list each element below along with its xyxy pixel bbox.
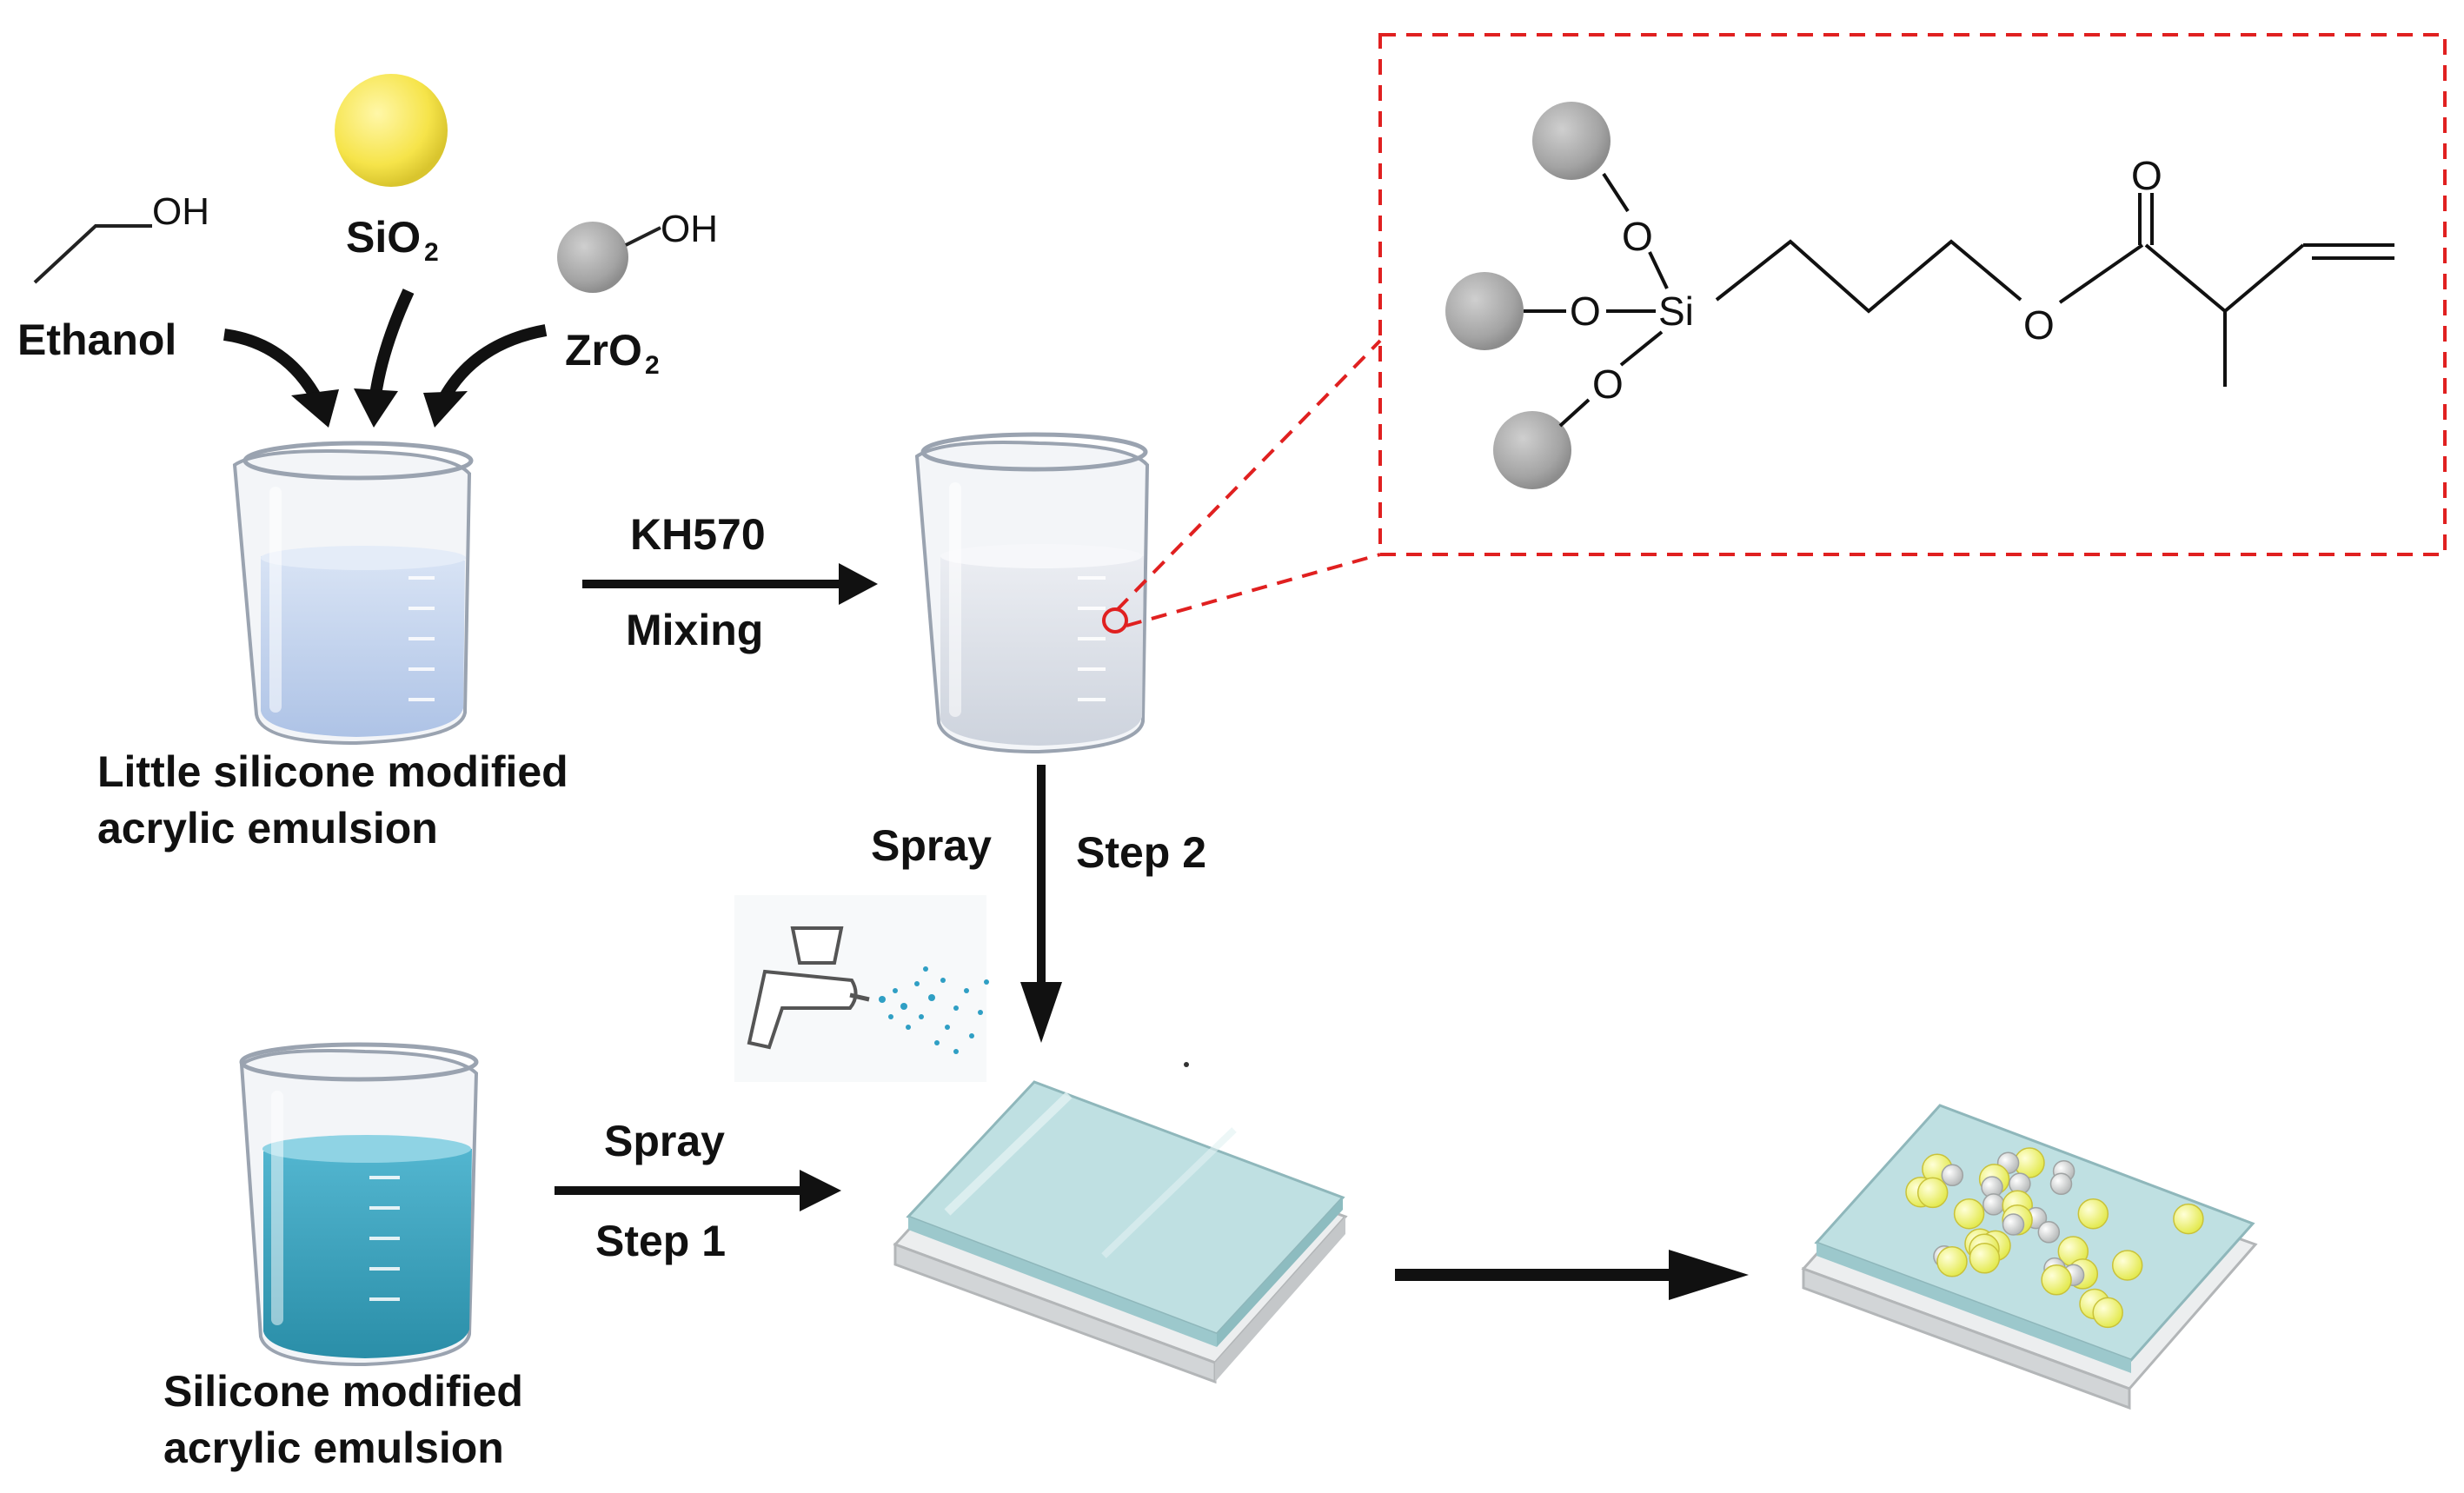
step2-spray-label: Spray xyxy=(871,821,992,870)
little-silicone-label-2: acrylic emulsion xyxy=(97,804,438,853)
atom-si: Si xyxy=(1658,289,1694,334)
zro2-arrow xyxy=(437,324,548,403)
atom-ester-o: O xyxy=(2023,302,2055,348)
silicone-label-2: acrylic emulsion xyxy=(163,1423,504,1472)
silicone-label-1: Silicone modified xyxy=(163,1367,523,1416)
zro2-surface-particle xyxy=(2049,1172,2073,1196)
zro2-surface-particle xyxy=(1941,1164,1964,1187)
sio2-label: SiO 2 xyxy=(346,213,439,267)
zro2-surface-particle xyxy=(2002,1213,2025,1236)
kh570-label: KH570 xyxy=(630,510,766,559)
zro2-surface-particle xyxy=(2037,1221,2061,1244)
step2-label: Step 2 xyxy=(1076,828,1206,877)
atom-carbonyl-o: O xyxy=(2131,153,2162,198)
sio2-surface-particle xyxy=(1969,1243,2001,1274)
sio2-surface-particle xyxy=(2041,1264,2072,1296)
zoom-target-circle xyxy=(1102,607,1128,634)
zro2-structure: OH xyxy=(557,208,718,293)
atom-o: O xyxy=(1622,214,1653,259)
little-silicone-label-1: Little silicone modified xyxy=(97,747,568,796)
ethanol-label: Ethanol xyxy=(17,315,176,364)
svg-text:ZrO: ZrO xyxy=(565,326,642,375)
atom-o: O xyxy=(1570,289,1601,334)
svg-text:2: 2 xyxy=(424,238,439,267)
zro2-label: ZrO 2 xyxy=(565,326,660,380)
sio2-surface-particle xyxy=(2077,1198,2109,1230)
zro2-oh-label: OH xyxy=(661,208,718,250)
svg-text:SiO: SiO xyxy=(346,213,421,262)
molecule-callout-box xyxy=(1378,33,2447,556)
ethanol-structure: OH xyxy=(33,190,209,284)
sio2-surface-particle xyxy=(1916,1177,1949,1209)
zro2-surface-particle xyxy=(1982,1193,2005,1216)
sio2-surface-particle xyxy=(1936,1246,1968,1277)
mixing-label: Mixing xyxy=(626,606,763,654)
particle-icon xyxy=(1445,272,1524,350)
surface-particles xyxy=(1905,1147,2204,1329)
spray-gun-icon xyxy=(734,895,989,1082)
callout-connectors xyxy=(1115,339,1382,627)
atom-o: O xyxy=(1592,362,1624,407)
kh570-grafted-molecule: O O O Si O O xyxy=(1445,102,2394,489)
particle-icon xyxy=(1493,411,1571,489)
particle-icon xyxy=(1532,102,1611,180)
reagent-arrows xyxy=(222,289,548,403)
sio2-arrow xyxy=(369,289,415,397)
ethanol-arrow xyxy=(222,328,323,403)
sio2-surface-particle xyxy=(2111,1250,2143,1281)
glass-substrate xyxy=(893,1080,1348,1384)
ethanol-oh-label: OH xyxy=(152,190,209,233)
step1-spray-label: Spray xyxy=(604,1117,725,1165)
sio2-surface-particle xyxy=(1953,1198,1985,1230)
step1-label: Step 1 xyxy=(595,1217,726,1265)
zro2-particle-icon xyxy=(557,222,628,293)
beaker-silicone-modified xyxy=(239,1042,479,1367)
beaker-little-silicone xyxy=(232,441,474,746)
sio2-particle-icon xyxy=(335,74,448,187)
sio2-surface-particle xyxy=(2092,1297,2123,1329)
coated-substrate xyxy=(1801,1104,2258,1410)
svg-text:2: 2 xyxy=(645,351,660,380)
beaker-kh570-mixture xyxy=(914,432,1150,754)
sio2-surface-particle xyxy=(2173,1203,2204,1235)
